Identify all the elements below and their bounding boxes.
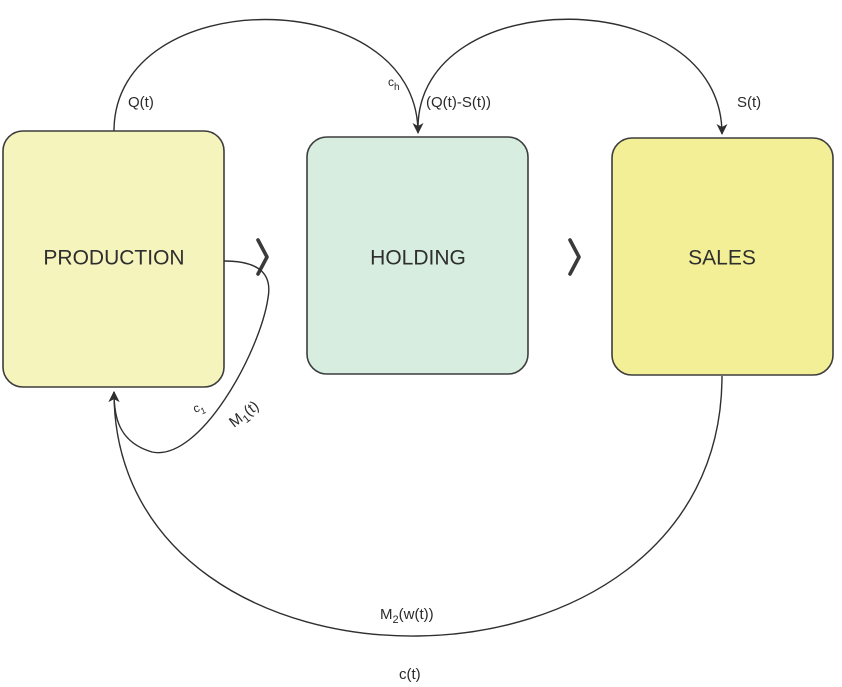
holding-box xyxy=(306,136,529,375)
label-m1: M1(t) xyxy=(226,398,264,434)
edge-holding-to-sales xyxy=(417,18,728,135)
production-label: PRODUCTION xyxy=(43,247,184,270)
label-c-1-sub: 1 xyxy=(199,405,207,416)
production-node: PRODUCTION xyxy=(2,130,225,388)
label-c-h-base: c xyxy=(388,75,394,89)
edge-production-loop xyxy=(108,260,270,454)
holding-node: HOLDING xyxy=(306,136,529,375)
label-c-1: c1 xyxy=(191,399,208,419)
edge-production-to-holding xyxy=(113,18,424,134)
label-s-t: S(t) xyxy=(737,94,761,111)
holding-label: HOLDING xyxy=(370,247,466,270)
label-m2-base: M xyxy=(380,606,393,623)
label-m2: M2(w(t)) xyxy=(380,606,434,626)
chevron-right-icon xyxy=(256,238,269,276)
label-c-1-base: c xyxy=(191,401,202,416)
sales-node: SALES xyxy=(611,137,834,376)
label-c-h: ch xyxy=(388,75,400,93)
label-m2-sub: 2 xyxy=(393,614,399,626)
sales-box xyxy=(611,137,834,376)
edge-sales-to-production xyxy=(108,375,723,637)
label-c-t: c(t) xyxy=(399,666,421,683)
label-q-t: Q(t) xyxy=(128,94,154,111)
label-m2-arg: (w(t)) xyxy=(399,606,434,623)
chevron-right-icon xyxy=(568,238,581,276)
label-c-h-sub: h xyxy=(394,82,400,93)
sales-label: SALES xyxy=(688,247,756,270)
label-q-minus-s: (Q(t)-S(t)) xyxy=(426,94,491,111)
